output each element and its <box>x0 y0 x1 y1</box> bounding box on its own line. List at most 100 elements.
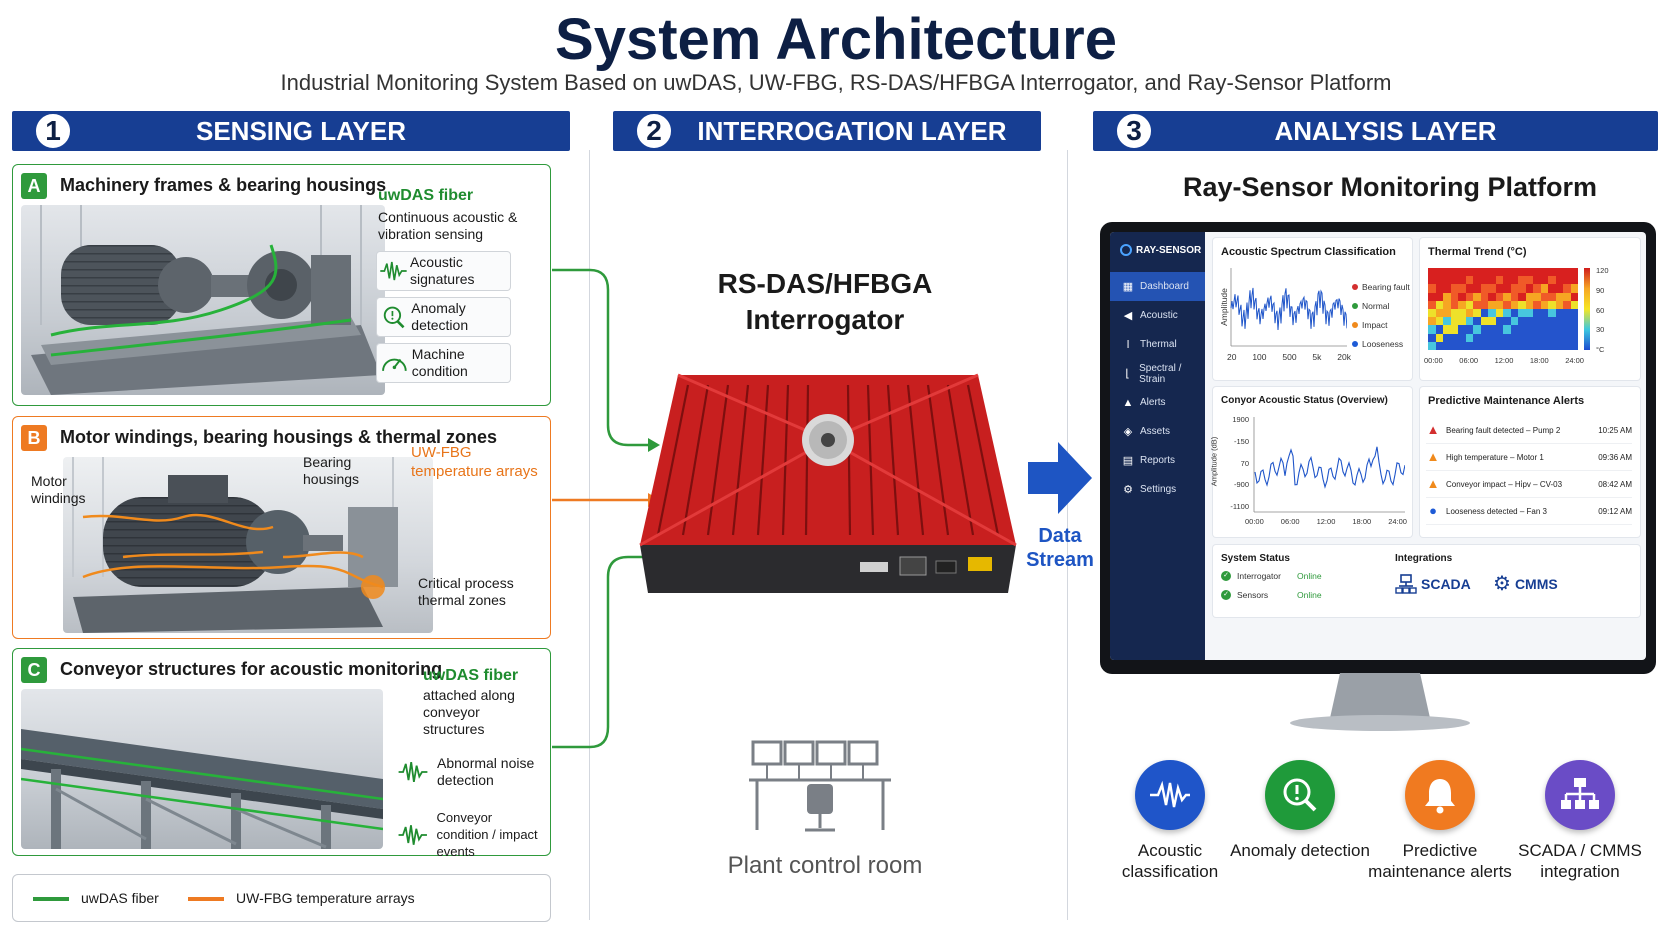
heatmap-cell <box>1473 284 1481 293</box>
heatmap-cell <box>1450 284 1458 293</box>
thermal-colorbar <box>1584 268 1590 350</box>
heatmap-cell <box>1473 341 1481 350</box>
heatmap-cell <box>1443 333 1451 342</box>
nav-assets[interactable]: ◈Assets <box>1123 426 1171 438</box>
heatmap-cell <box>1510 341 1518 350</box>
heatmap-cell <box>1503 341 1511 350</box>
conveyor-line-chart <box>1253 417 1405 513</box>
heatmap-cell <box>1480 308 1488 318</box>
heatmap-cell <box>1495 308 1503 318</box>
analysis-layer-header: 3 ANALYSIS LAYER <box>1093 111 1658 151</box>
nav-acoustic[interactable]: ◀Acoustic <box>1123 310 1178 322</box>
heatmap-cell <box>1488 333 1496 342</box>
heatmap-cell <box>1533 317 1541 326</box>
control-room-icon <box>749 740 891 832</box>
feature-label: Conveyor condition / impact events <box>436 810 538 859</box>
brand-name: RAY-SENSOR <box>1136 244 1202 256</box>
heatmap-cell <box>1510 276 1518 285</box>
nav-spectral-strain[interactable]: ⌊Spectral / Strain <box>1110 359 1205 388</box>
heatmap-cell <box>1465 300 1473 309</box>
heatmap-cell <box>1473 300 1481 309</box>
heatmap-cell <box>1548 317 1556 326</box>
heatmap-cell <box>1518 300 1526 309</box>
dashboard-icon: ▦ <box>1122 281 1134 293</box>
network-icon <box>1395 574 1417 594</box>
page-subtitle: Industrial Monitoring System Based on uw… <box>280 70 1392 95</box>
feature-label: Anomaly detection <box>411 300 469 333</box>
heatmap-cell <box>1555 341 1563 350</box>
interrogator-device <box>639 373 1017 593</box>
panel-c-fiber-label: uwDAS fiber <box>423 667 519 684</box>
heatmap-cell <box>1518 308 1526 318</box>
alert-time: 09:12 AM <box>1598 506 1632 516</box>
heatmap-cell <box>1450 268 1458 277</box>
nav-reports[interactable]: ▤Reports <box>1122 455 1176 467</box>
heatmap-cell <box>1473 276 1481 285</box>
layer-label-interrogation: INTERROGATION LAYER <box>697 115 1007 146</box>
heatmap-cell <box>1435 268 1443 277</box>
heatmap-cell <box>1540 292 1548 301</box>
thermal-heatmap <box>1428 268 1578 350</box>
heatmap-cell <box>1570 292 1578 301</box>
heatmap-cell <box>1548 300 1556 309</box>
legend-orange-swatch <box>188 897 224 901</box>
feature-label: Abnormal noise detection <box>437 755 535 788</box>
heatmap-cell <box>1555 325 1563 334</box>
heatmap-cell <box>1525 317 1533 326</box>
heatmap-cell <box>1555 268 1563 277</box>
heatmap-cell <box>1495 300 1503 309</box>
heatmap-cell <box>1465 325 1473 334</box>
heatmap-cell <box>1570 276 1578 285</box>
heatmap-cell <box>1458 317 1466 326</box>
heatmap-cell <box>1533 292 1541 301</box>
nav-settings[interactable]: ⚙Settings <box>1123 484 1177 496</box>
heatmap-cell <box>1518 317 1526 326</box>
check-icon: ✓ <box>1221 590 1231 600</box>
gear-icon: ⚙ <box>1123 484 1133 496</box>
alert-text: Looseness detected – Fan 3 <box>1446 506 1547 516</box>
heatmap-cell <box>1525 341 1533 350</box>
waveform-icon <box>380 261 407 281</box>
platform-title: Ray-Sensor Monitoring Platform <box>1182 172 1598 202</box>
heatmap-cell <box>1458 325 1466 334</box>
heatmap-cell <box>1458 268 1466 277</box>
cube-icon: ◈ <box>1123 426 1133 438</box>
nav-dashboard[interactable]: ▦Dashboard <box>1110 272 1205 301</box>
nav-alerts[interactable]: ▲Alerts <box>1122 396 1166 409</box>
heatmap-cell <box>1450 292 1458 301</box>
heatmap-cell <box>1488 268 1496 277</box>
spectrum-card: Acoustic Spectrum Classification Amplitu… <box>1213 238 1412 380</box>
heatmap-cell <box>1465 308 1473 318</box>
feature-acoustic-signatures: Acoustic signatures <box>376 251 511 291</box>
status-title: System Status <box>1221 553 1290 564</box>
heatmap-cell <box>1473 333 1481 342</box>
integration-cmms[interactable]: ⚙ CMMS <box>1493 573 1558 595</box>
motor-illustration <box>63 457 433 633</box>
heatmap-cell <box>1540 276 1548 285</box>
heatmap-cell <box>1555 317 1563 326</box>
heatmap-cell <box>1548 341 1556 350</box>
layer-label-analysis: ANALYSIS LAYER <box>1274 115 1497 146</box>
heatmap-cell <box>1428 325 1436 334</box>
waveform-icon <box>1135 760 1205 830</box>
brand-logo-icon <box>1120 244 1132 256</box>
heatmap-cell <box>1480 284 1488 293</box>
heatmap-cell <box>1450 317 1458 326</box>
heatmap-cell <box>1548 308 1556 318</box>
status-row-sensors: ✓ Sensors Online <box>1221 590 1322 600</box>
heatmap-cell <box>1518 341 1526 350</box>
heatmap-cell <box>1458 284 1466 293</box>
heatmap-cell <box>1495 317 1503 326</box>
heatmap-cell <box>1510 292 1518 301</box>
brand: RAY-SENSOR <box>1120 244 1201 256</box>
feature-label: Machine condition <box>411 346 468 379</box>
integration-scada[interactable]: SCADA <box>1395 573 1471 595</box>
spectrum-title: Acoustic Spectrum Classification <box>1221 246 1396 258</box>
panel-b-motor: B Motor windings, bearing housings & the… <box>12 416 551 639</box>
heatmap-cell <box>1563 325 1571 334</box>
